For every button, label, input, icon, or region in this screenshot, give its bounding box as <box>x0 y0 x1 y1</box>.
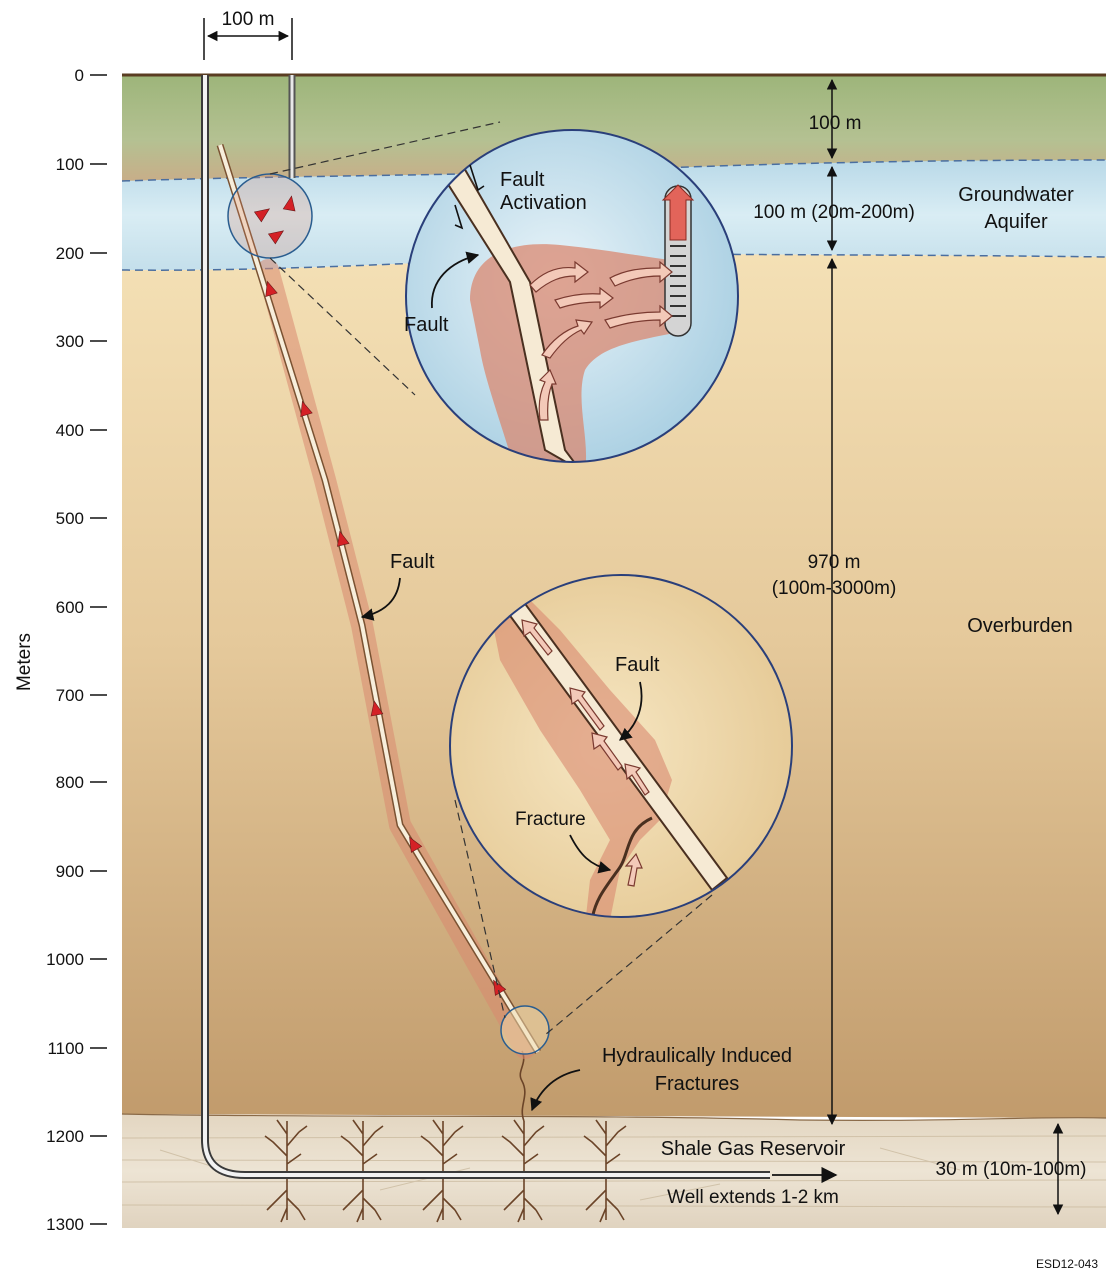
groundwater-aquifer-label: Groundwater <box>958 184 1074 206</box>
axis-tick-label: 400 <box>56 421 84 440</box>
axis-tick-label: 200 <box>56 244 84 263</box>
well-extends-label: Well extends 1-2 km <box>667 1187 839 1208</box>
inset-fault-label: Fault <box>615 654 660 676</box>
hydraulic-fractures-label: Fractures <box>655 1073 739 1095</box>
axis-tick-label: 1100 <box>47 1039 84 1058</box>
axis-tick-label: 900 <box>56 862 84 881</box>
fault-label: Fault <box>390 551 435 573</box>
depth-axis: 0 100 200 300 400 500 600 700 800 900 10… <box>14 66 107 1234</box>
axis-tick-label: 1200 <box>46 1127 84 1146</box>
axis-tick-label: 700 <box>56 686 84 705</box>
aquifer-thickness-label: 100 m (20m-200m) <box>753 202 915 223</box>
dimension-well-spacing: 100 m <box>204 9 292 60</box>
groundwater-aquifer-label: Aquifer <box>984 211 1048 233</box>
overburden-thickness-label: (100m-3000m) <box>772 578 897 599</box>
axis-tick-label: 600 <box>56 598 84 617</box>
overburden-thickness-label: 970 m <box>808 552 861 573</box>
well-spacing-label: 100 m <box>222 9 275 30</box>
axis-tick-label: 1300 <box>46 1215 84 1234</box>
fracture-label: Fracture <box>515 809 586 830</box>
axis-tick-label: 1000 <box>46 950 84 969</box>
inset-fault-label: Fault <box>404 314 449 336</box>
top-layer-label: 100 m <box>809 113 862 134</box>
zoom-marker-bottom <box>501 1006 549 1054</box>
zoom-marker-top <box>228 174 312 258</box>
axis-title: Meters <box>14 633 35 691</box>
fault-activation-label: Fault <box>500 169 545 191</box>
axis-tick-label: 100 <box>56 155 84 174</box>
axis-tick-label: 800 <box>56 773 84 792</box>
overburden-label: Overburden <box>967 615 1073 637</box>
axis-tick-label: 300 <box>56 332 84 351</box>
figure-id: ESD12-043 <box>1036 1257 1098 1271</box>
hydraulic-fractures-label: Hydraulically Induced <box>602 1045 792 1067</box>
shale-reservoir-label: Shale Gas Reservoir <box>661 1138 846 1160</box>
axis-tick-label: 500 <box>56 509 84 528</box>
fault-activation-label: Activation <box>500 192 587 214</box>
reservoir-thickness-label: 30 m (10m-100m) <box>936 1159 1087 1180</box>
axis-tick-label: 0 <box>75 66 84 85</box>
